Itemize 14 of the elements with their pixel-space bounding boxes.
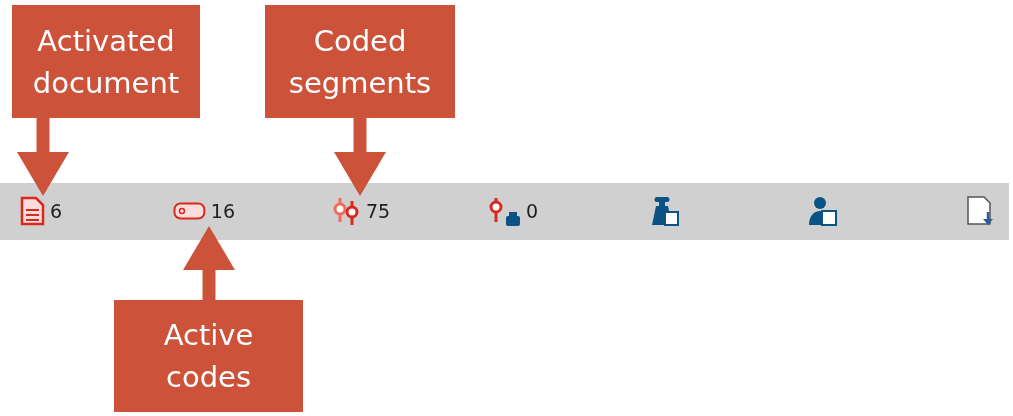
callout-text: Coded segments (287, 22, 433, 102)
callout-text: Activated document (31, 22, 181, 102)
callout-box (265, 5, 455, 118)
count-value: 0 (526, 201, 539, 221)
count-value: 75 (366, 201, 391, 221)
callout-box (12, 5, 200, 118)
callout-text: Active codes (162, 317, 255, 396)
count-value: 16 (210, 201, 235, 221)
status-bar (0, 183, 1009, 240)
callout-arrow (17, 118, 69, 196)
callout-arrow (183, 226, 235, 300)
count-value: 6 (50, 201, 63, 221)
callout-box (114, 300, 303, 412)
callout-arrow (334, 118, 386, 196)
